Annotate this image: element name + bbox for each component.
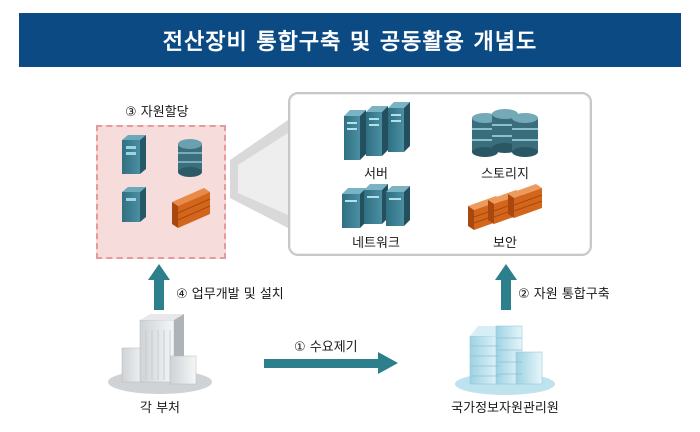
integrated-resource-panel	[288, 92, 592, 256]
server-label: 서버	[364, 167, 388, 182]
alloc-storage-icon	[178, 139, 202, 177]
ministries-label: 각 부처	[139, 401, 181, 416]
server-icon	[344, 102, 410, 160]
arrow-right-step1	[264, 352, 398, 374]
security-label: 보안	[493, 236, 517, 251]
allocation-label: ③ 자원할당	[125, 105, 189, 120]
arrow-up-step4	[148, 264, 170, 310]
alloc-security-icon	[172, 188, 211, 228]
ministries-building-icon	[108, 314, 212, 394]
network-label: 네트워크	[352, 236, 400, 251]
step2-label: ② 자원 통합구축	[518, 287, 610, 302]
step1-label: ① 수요제기	[294, 340, 358, 355]
network-icon	[342, 184, 410, 228]
storage-label: 스토리지	[481, 167, 529, 182]
step4-label: ④ 업무개발 및 설치	[176, 287, 284, 302]
nirs-building-icon	[455, 325, 555, 395]
diagram-title: 전산장비 통합구축 및 공동활용 개념도	[19, 13, 681, 67]
security-icon	[468, 184, 543, 230]
alloc-network-icon	[122, 187, 146, 222]
arrow-up-step2	[495, 264, 517, 310]
alloc-server-icon	[122, 135, 146, 174]
nirs-label: 국가정보자원관리원	[451, 401, 559, 416]
storage-icon	[472, 109, 538, 157]
